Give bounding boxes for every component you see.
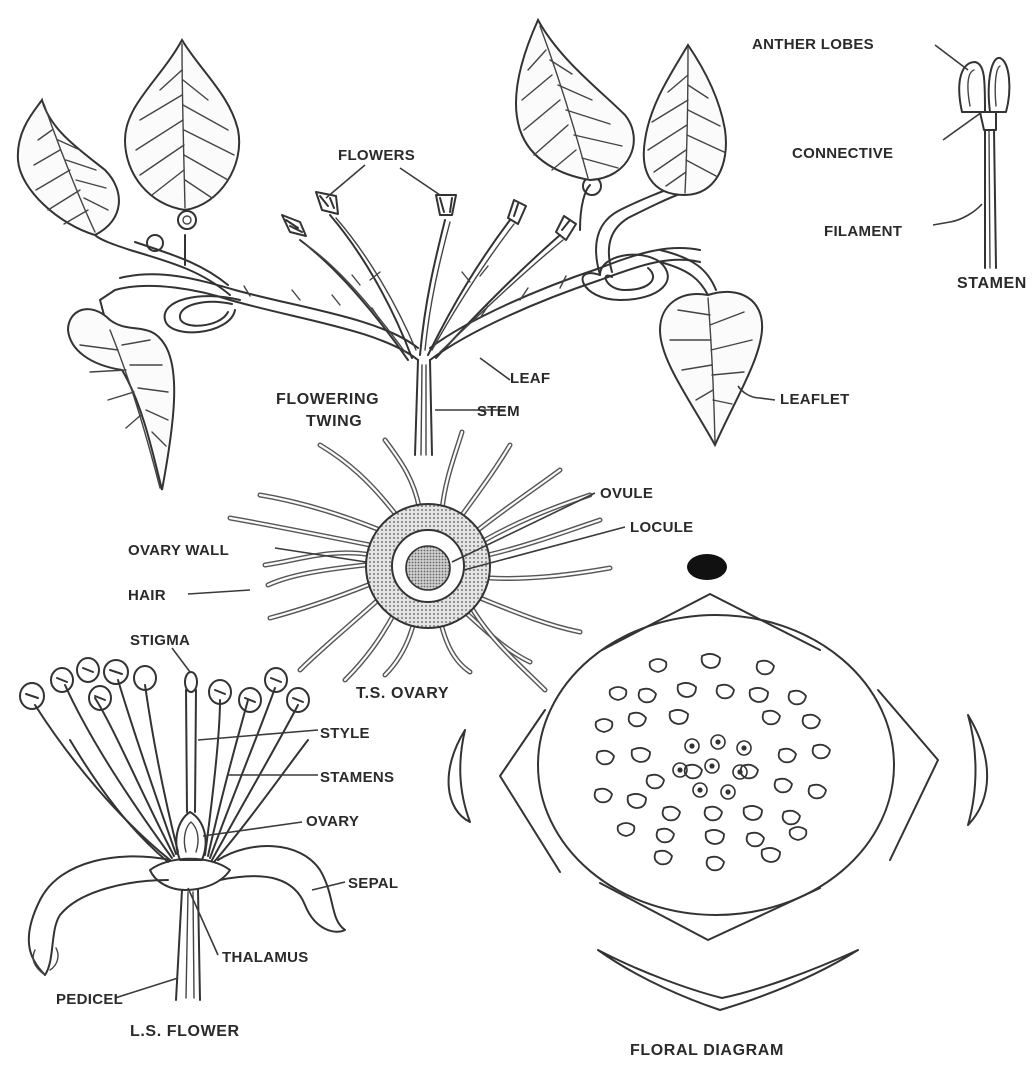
sepal-bottom [600,883,820,940]
label-stamen: STAMEN [957,275,1027,292]
leaf-upper-left-1 [18,100,119,235]
label-stem: STEM [477,403,520,420]
label-floral-diagram: FLORAL DIAGRAM [630,1042,784,1059]
sepal-top [602,594,820,650]
label-flowers: FLOWERS [338,147,415,164]
leaf-lower-right [660,292,762,445]
label-flowering: FLOWERING [276,391,379,408]
floral-diagram-drawing [449,554,988,1010]
leaf-lower-left [68,309,174,490]
ts-ovary-drawing [230,432,610,690]
ovule [406,546,450,590]
bracteole-left [449,730,470,822]
label-filament: FILAMENT [824,223,902,240]
label-style: STYLE [320,725,370,742]
anther-lobe-left [959,62,985,112]
sepal-right [218,846,345,932]
ovary-ls [176,812,205,860]
bract [598,950,858,1010]
thalamus [150,859,230,890]
leaf-upper-right-2 [644,45,726,195]
flowering-twig-drawing [18,20,762,490]
label-leaf: LEAF [510,370,550,387]
label-leaflet: LEAFLET [780,391,850,408]
leaf-upper-left-2 [125,40,239,210]
label-ovary: OVARY [306,813,359,830]
label-connective: CONNECTIVE [792,145,893,162]
bracteole-right [968,715,987,825]
sepal-left-fd [500,710,560,872]
stigma [185,672,197,692]
anthers [20,658,309,712]
label-stigma: STIGMA [130,632,190,649]
label-twing: TWING [306,413,362,430]
style [186,690,196,812]
label-anther-lobes: ANTHER LOBES [752,36,874,53]
label-hair: HAIR [128,587,166,604]
twig-stem [415,360,432,455]
label-stamens: STAMENS [320,769,394,786]
label-ovary-wall: OVARY WALL [128,542,229,559]
sepal-left [29,856,170,975]
label-ls-flower: L.S. FLOWER [130,1023,240,1040]
twig-right-branch [430,260,700,360]
label-ts-ovary: T.S. OVARY [356,685,449,702]
label-sepal: SEPAL [348,875,398,892]
label-thalamus: THALAMUS [222,949,309,966]
label-ovule: OVULE [600,485,653,502]
flower-buds [282,192,576,240]
leaf-upper-right-1 [516,20,634,180]
mother-axis [687,554,727,580]
label-pedicel: PEDICEL [56,991,123,1008]
stamen-drawing [959,58,1009,268]
floral-anthers [595,654,830,870]
sepal-right-fd [878,690,938,860]
label-locule: LOCULE [630,519,693,536]
